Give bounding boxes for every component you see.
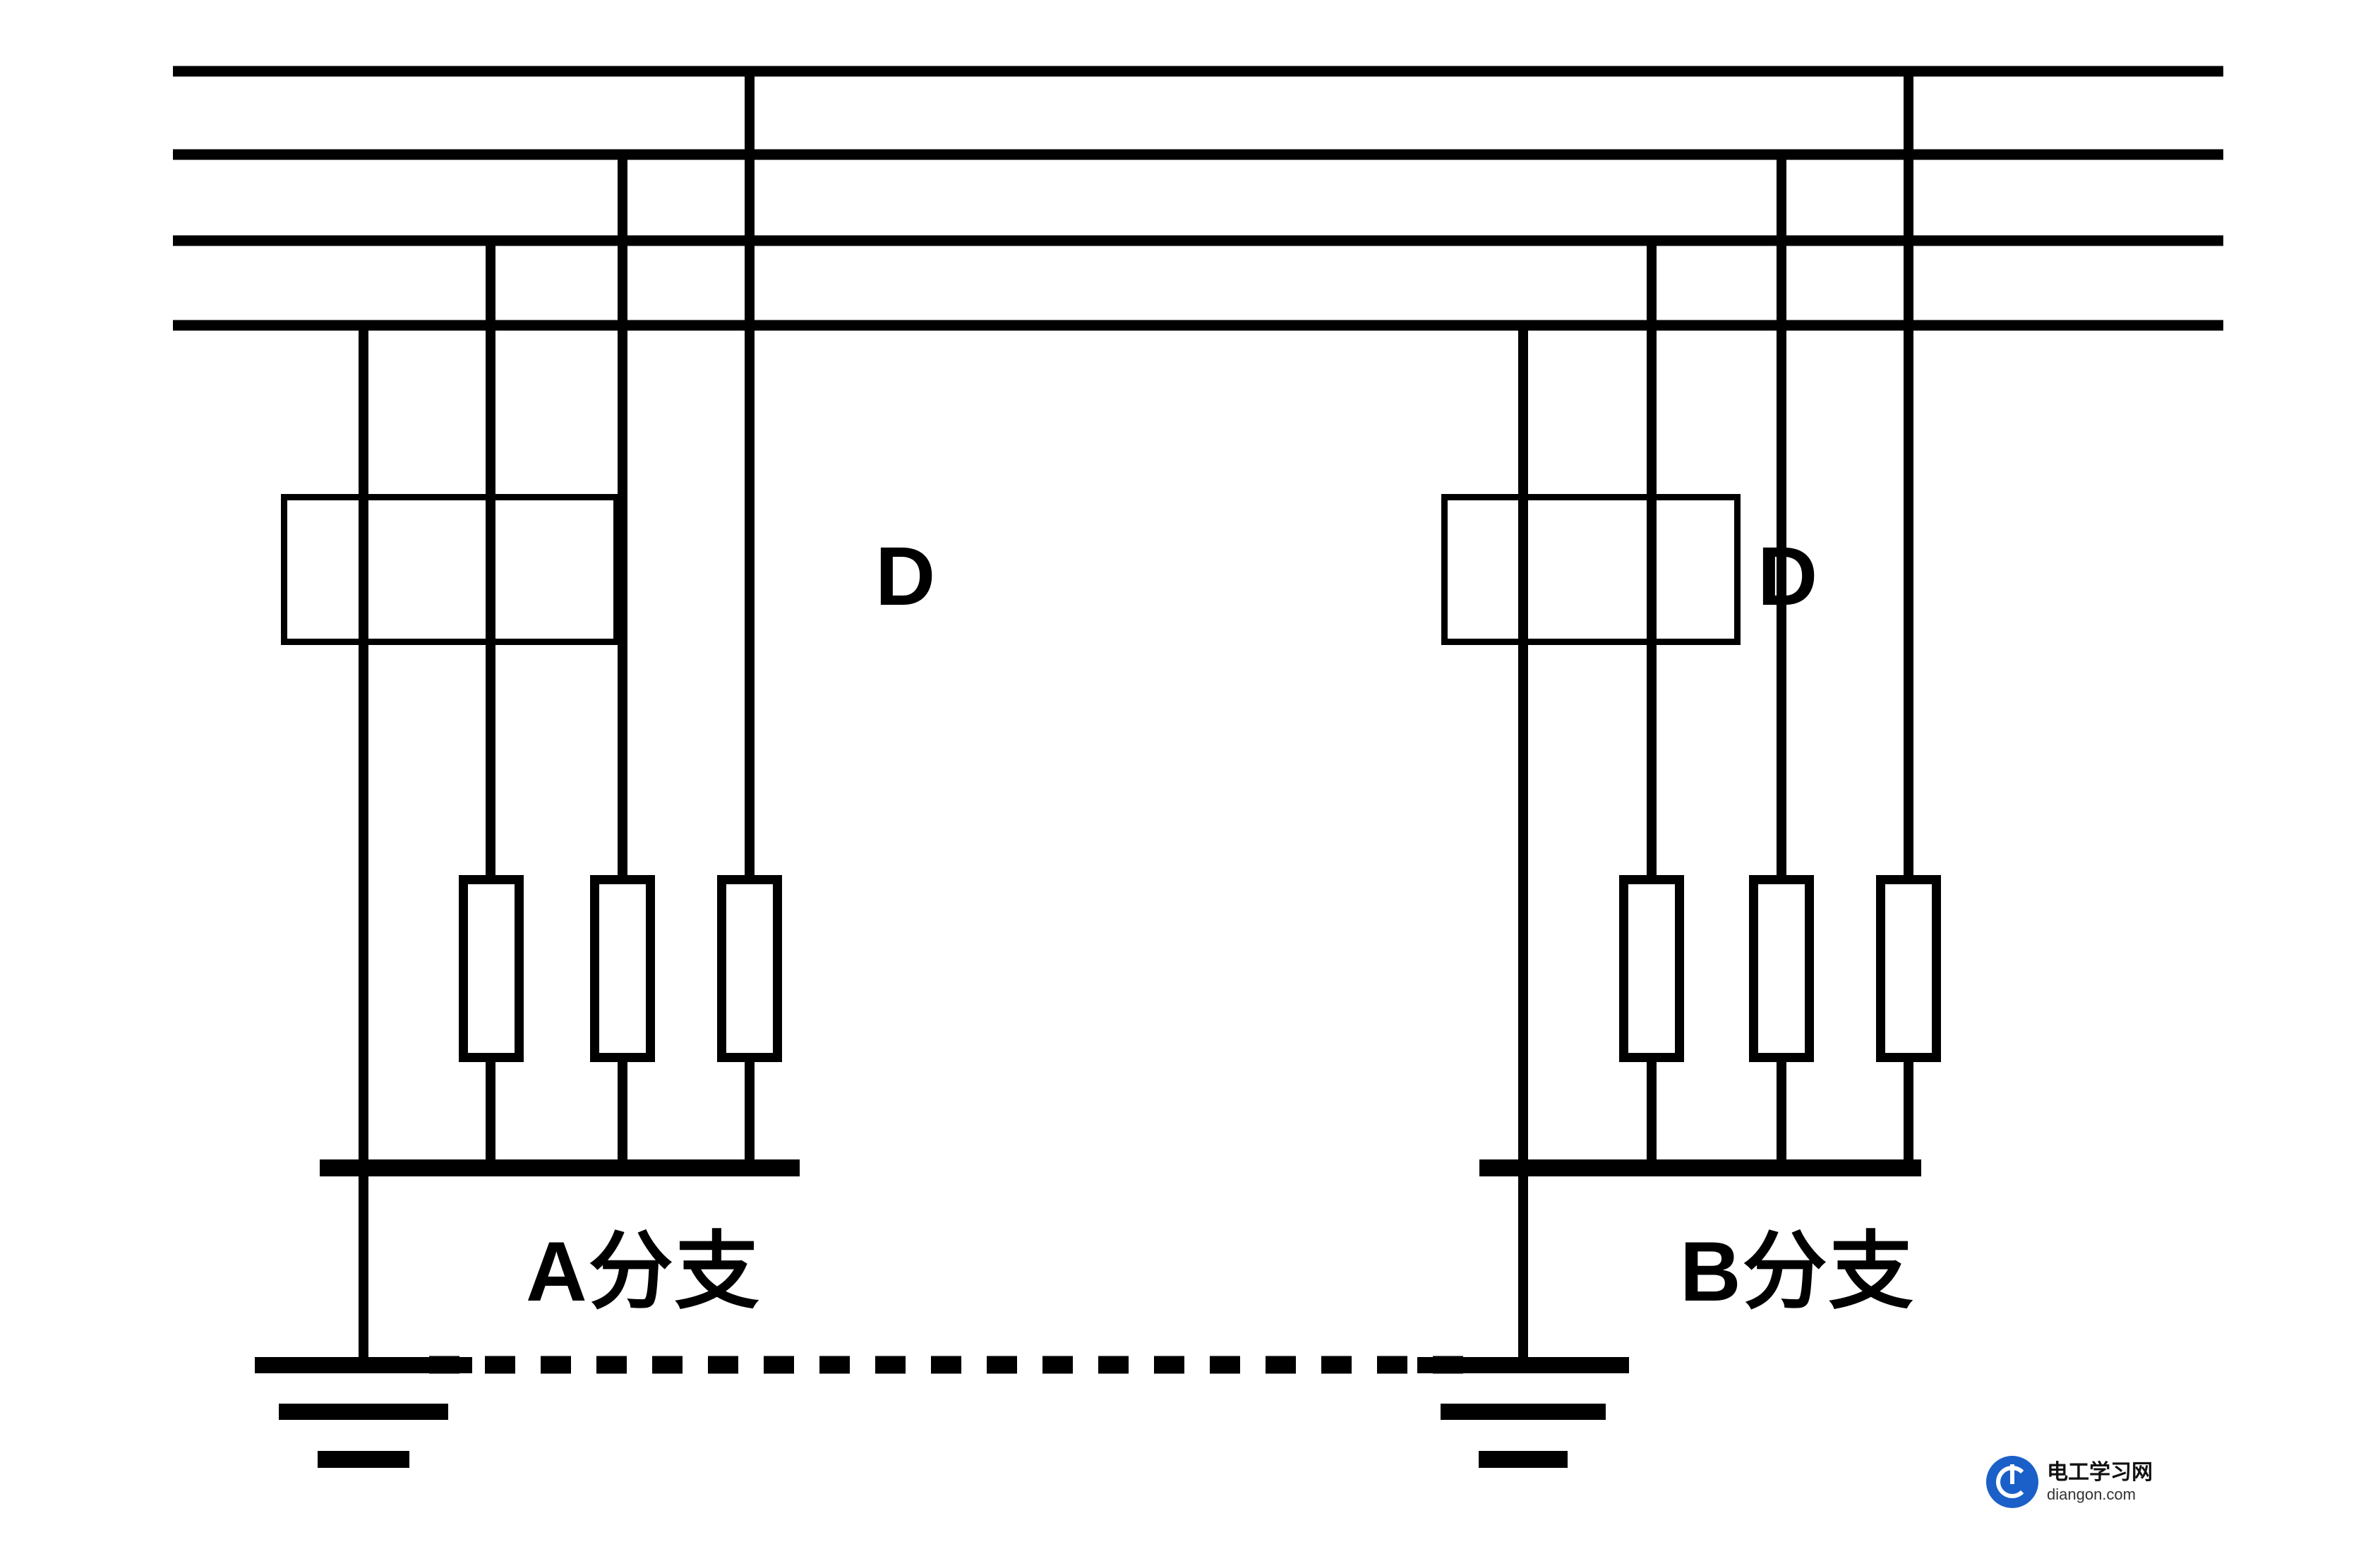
equipotential-dashed-link-dash	[429, 1356, 459, 1374]
branch-label-a: A分支	[526, 1224, 761, 1319]
group-b-ground-bar-3	[1479, 1451, 1568, 1468]
equipotential-dashed-link-dash	[708, 1356, 738, 1374]
equipotential-dashed-link-dash	[875, 1356, 906, 1374]
watermark-site-name: 电工学习网	[2047, 1461, 2153, 1485]
group-a-ground-stem	[359, 1168, 368, 1358]
watermark-text-block: 电工学习网 diangon.com	[2047, 1461, 2153, 1503]
group-b-ground-stem	[1518, 1168, 1528, 1358]
group-a-ground-bar-2	[279, 1404, 448, 1420]
bus-l1	[173, 66, 2223, 77]
site-watermark: 电工学习网 diangon.com	[1986, 1456, 2153, 1508]
drop-a-n-conductor	[359, 325, 368, 1176]
equipotential-dashed-link-dash	[1042, 1356, 1073, 1374]
equipotential-dashed-link-dash	[1098, 1356, 1129, 1374]
group-b-ground-bar-1	[1417, 1357, 1629, 1373]
group-a-bottom-bar	[320, 1159, 800, 1176]
drop-b-l3-element	[1619, 875, 1684, 1062]
drop-a-l1-element	[717, 875, 782, 1062]
group-b-bottom-bar	[1479, 1159, 1921, 1176]
drop-a-l3-element	[459, 875, 524, 1062]
drop-b-l1-element	[1876, 875, 1941, 1062]
group-a-clamp-box	[281, 494, 620, 645]
equipotential-dashed-link-dash	[1154, 1356, 1184, 1374]
drop-b-l2-element	[1749, 875, 1814, 1062]
watermark-site-url: diangon.com	[2047, 1485, 2136, 1503]
equipotential-dashed-link-dash	[1210, 1356, 1240, 1374]
clamp-box-label-d-a: D	[875, 530, 936, 623]
watermark-logo-icon	[1986, 1456, 2038, 1508]
bus-n	[173, 320, 2223, 331]
bus-l2	[173, 149, 2223, 160]
group-b-clamp-box	[1441, 494, 1741, 645]
drop-b-n-conductor	[1518, 325, 1528, 1176]
equipotential-dashed-link-dash	[1377, 1356, 1407, 1374]
group-a-ground-bar-3	[318, 1451, 409, 1468]
equipotential-dashed-link-dash	[485, 1356, 515, 1374]
equipotential-dashed-link-dash	[596, 1356, 627, 1374]
equipotential-dashed-link-dash	[541, 1356, 571, 1374]
clamp-box-label-d-b: D	[1757, 530, 1818, 623]
drop-a-l2-element	[590, 875, 655, 1062]
equipotential-dashed-link-dash	[1321, 1356, 1352, 1374]
bus-l3	[173, 235, 2223, 246]
equipotential-dashed-link-dash	[1266, 1356, 1296, 1374]
equipotential-dashed-link-dash	[764, 1356, 794, 1374]
equipotential-dashed-link-dash	[652, 1356, 683, 1374]
equipotential-dashed-link-dash	[1433, 1356, 1463, 1374]
group-b-ground-bar-2	[1441, 1404, 1606, 1420]
branch-label-b: B分支	[1680, 1224, 1915, 1319]
equipotential-dashed-link-dash	[819, 1356, 850, 1374]
equipotential-dashed-link-dash	[931, 1356, 961, 1374]
group-a-ground-bar-1	[255, 1357, 472, 1373]
equipotential-dashed-link-dash	[987, 1356, 1017, 1374]
